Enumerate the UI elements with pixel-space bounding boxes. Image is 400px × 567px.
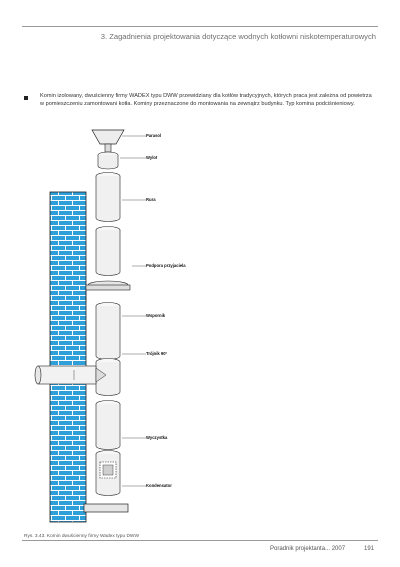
header-rule bbox=[22, 26, 378, 27]
pipe-segment-2 bbox=[95, 226, 121, 276]
rain-cap bbox=[91, 129, 125, 153]
brick-wall bbox=[49, 191, 87, 523]
label-rura: Rura bbox=[146, 197, 156, 202]
outlet-section bbox=[97, 151, 119, 170]
tee-90 bbox=[34, 358, 121, 396]
label-parasol: Parasol bbox=[146, 133, 162, 138]
pipe-segment-4 bbox=[95, 400, 121, 450]
label-trojnik: Trójnik 90° bbox=[146, 351, 168, 356]
label-kondensator: Kondensator bbox=[146, 483, 172, 488]
footer-rule bbox=[22, 540, 378, 541]
wall-support bbox=[85, 280, 131, 302]
label-wspornik: Wspornik bbox=[146, 313, 166, 318]
chimney-figure: Parasol Wylot Rura Podpora przyjaciela W… bbox=[30, 120, 330, 530]
leader-lines bbox=[120, 135, 146, 487]
chimney-diagram bbox=[34, 129, 146, 523]
cleanout-section bbox=[95, 450, 121, 496]
label-podpora: Podpora przyjaciela bbox=[146, 263, 186, 268]
bullet-marker bbox=[24, 96, 28, 100]
label-wyczystka: Wyczystka bbox=[146, 435, 168, 440]
base-plate bbox=[83, 503, 129, 513]
label-wylot: Wylot bbox=[146, 155, 158, 160]
page-number: 191 bbox=[364, 546, 375, 552]
pipe-segment-1 bbox=[95, 172, 121, 222]
pipe-segment-3 bbox=[95, 302, 121, 360]
body-paragraph: Komin izolowany, dwuścienny firmy WADEX … bbox=[40, 93, 372, 108]
footer-publication: Poradnik projektanta... 2007 bbox=[270, 546, 346, 552]
figure-caption: Rys. 3.43. Komin dwuścienny firmy Wadex … bbox=[24, 534, 139, 539]
page-header-title: 3. Zagadnienia projektowania dotyczące w… bbox=[100, 32, 376, 41]
